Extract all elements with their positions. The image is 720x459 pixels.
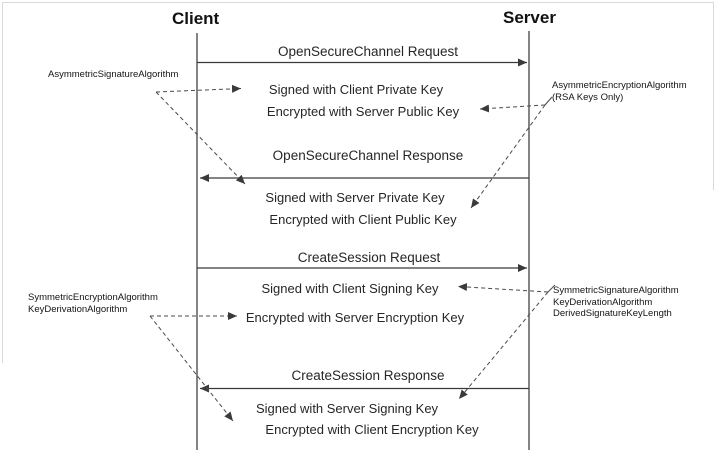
- annotation-asymmetric-signature-line1: AsymmetricSignatureAlgorithm: [48, 69, 179, 80]
- frame-border-right: [713, 2, 714, 190]
- frame-border-top: [2, 2, 713, 3]
- annotation-symmetric-encryption-line2: KeyDerivationAlgorithm: [28, 303, 128, 315]
- annotation-symmetric-signature-line1: SymmetricSignatureAlgorithm: [553, 285, 679, 296]
- annotation-asymmetric-signature: AsymmetricSignatureAlgorithm: [48, 69, 178, 81]
- step-label-osc-response-encrypted: Encrypted with Client Public Key: [269, 212, 457, 227]
- annotation-asymmetric-encryption: AsymmetricEncryptionAlgorithm (RSA Keys …: [552, 80, 687, 103]
- step-label-osc-response-signed: Signed with Server Private Key: [265, 190, 445, 205]
- annotation-symmetric-encryption: SymmetricEncryptionAlgorithm KeyDerivati…: [28, 292, 158, 315]
- dashed-connector-asym-encryption-to-osc-request: [479, 104, 546, 113]
- annotation-asymmetric-encryption-line1: AsymmetricEncryptionAlgorithm: [552, 80, 687, 91]
- message-label-createsession-request: CreateSession Request: [297, 250, 441, 265]
- step-label-cs-request-signed: Signed with Client Signing Key: [261, 281, 439, 296]
- dashed-connector-sym-signature-to-cs-request: [457, 283, 549, 293]
- step-label-cs-response-signed: Signed with Server Signing Key: [255, 401, 439, 416]
- step-label-osc-request-encrypted: Encrypted with Server Public Key: [266, 104, 460, 119]
- frame-border-left: [2, 2, 3, 363]
- step-label-cs-response-encrypted: Encrypted with Client Encryption Key: [265, 422, 479, 437]
- annotation-symmetric-encryption-line1: SymmetricEncryptionAlgorithm: [28, 292, 158, 303]
- message-label-createsession-response: CreateSession Response: [291, 368, 445, 383]
- dashed-connector-sym-encryption-to-cs-response: [149, 315, 234, 422]
- annotation-asymmetric-encryption-line2: (RSA Keys Only): [552, 91, 624, 103]
- step-label-cs-request-encrypted: Encrypted with Server Encryption Key: [245, 310, 465, 325]
- dashed-connector-sym-signature-to-cs-response: [458, 291, 549, 400]
- dashed-connector-asym-signature-to-osc-response: [155, 91, 246, 185]
- annotation-symmetric-signature-line3: DerivedSignatureKeyLength: [553, 308, 672, 319]
- message-label-opensecurechannel-response: OpenSecureChannel Response: [272, 148, 464, 163]
- message-label-opensecurechannel-request: OpenSecureChannel Request: [277, 44, 459, 59]
- dashed-connector-sym-signature-stub: [547, 284, 556, 293]
- annotation-symmetric-signature-line2: KeyDerivationAlgorithm: [553, 296, 653, 308]
- dashed-connector-asym-signature-to-osc-request: [155, 84, 242, 93]
- actor-label-client: Client: [172, 9, 220, 28]
- dashed-connector-asym-encryption-stub: [544, 96, 553, 106]
- annotation-symmetric-signature: SymmetricSignatureAlgorithm KeyDerivatio…: [553, 285, 679, 320]
- actor-label-server: Server: [503, 8, 556, 27]
- dashed-connector-asym-encryption-to-osc-response: [470, 104, 546, 209]
- step-label-osc-request-signed: Signed with Client Private Key: [268, 82, 444, 97]
